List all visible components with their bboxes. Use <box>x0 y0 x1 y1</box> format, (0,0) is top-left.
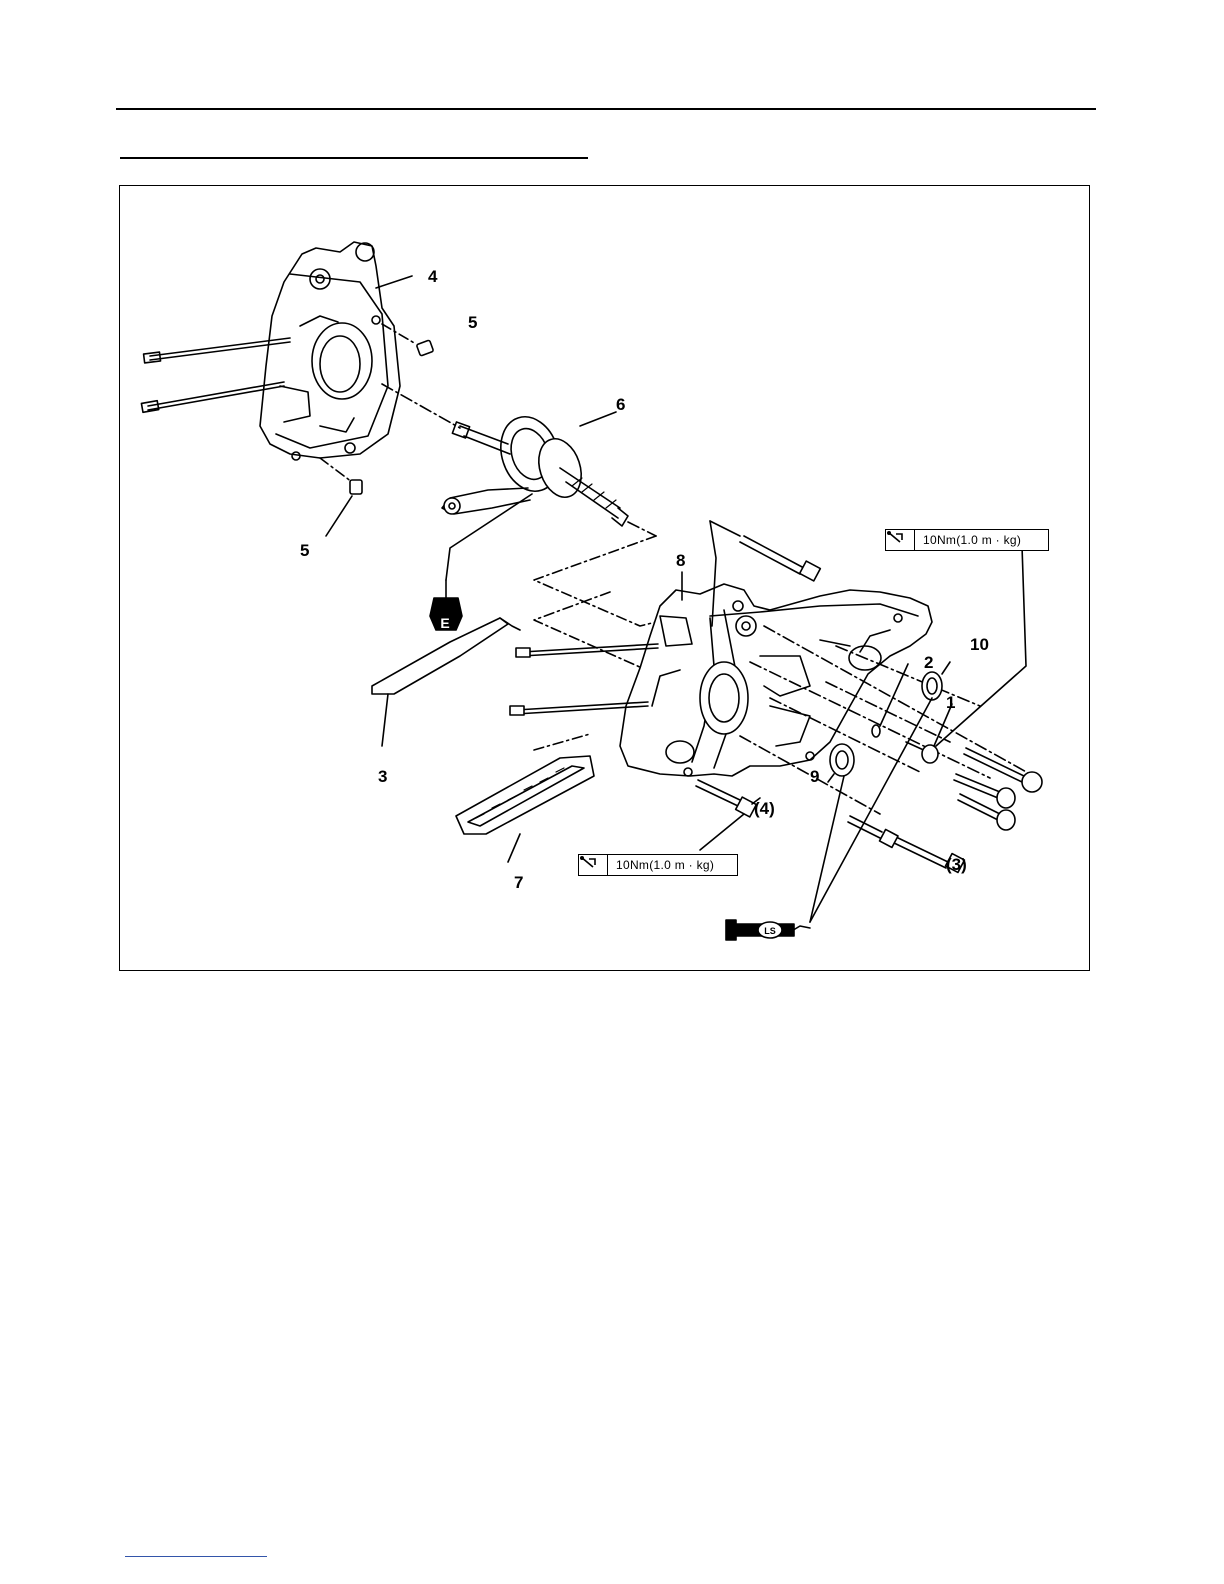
callout-2: 2 <box>924 654 933 671</box>
section-title-underline <box>120 157 588 159</box>
exploded-diagram-frame: E LS 4 5 6 5 8 10 2 1 3 9 (4) (3) 7 10Nm… <box>119 185 1090 971</box>
torque-spec-lower: 10Nm(1.0 m · kg) <box>578 854 738 876</box>
callout-3: 3 <box>378 768 387 785</box>
crankcase-exploded-drawing: E LS <box>120 186 1089 970</box>
bolt-4 <box>696 780 760 817</box>
callout-6: 6 <box>616 396 625 413</box>
oil-seal-9 <box>828 744 854 782</box>
header-rule <box>116 108 1096 110</box>
chain-guide <box>372 618 520 746</box>
engine-oil-label: E <box>440 615 449 631</box>
callout-1: 1 <box>946 694 955 711</box>
footer-link-underline <box>125 1556 267 1557</box>
left-crankcase-half <box>260 242 400 460</box>
grease-label: LS <box>764 926 776 936</box>
torque-value-lower: 10Nm(1.0 m · kg) <box>608 858 722 872</box>
callout-5-upper: 5 <box>468 314 477 331</box>
callout-5-lower: 5 <box>300 542 309 559</box>
timing-chain <box>456 756 594 862</box>
dowel-pin-lower <box>320 458 362 494</box>
dowel-pin-2 <box>872 664 908 737</box>
callout-3-paren: (3) <box>946 856 967 873</box>
long-bolts-3 <box>848 748 1042 872</box>
torque-value-upper: 10Nm(1.0 m · kg) <box>915 533 1029 547</box>
wrench-icon <box>579 855 608 875</box>
right-crankcase-half <box>620 584 932 776</box>
callout-9: 9 <box>810 768 819 785</box>
callout-8: 8 <box>676 552 685 569</box>
callout-10: 10 <box>970 636 989 653</box>
callout-4: 4 <box>428 268 437 285</box>
top-bolt <box>740 536 820 581</box>
callout-4-paren: (4) <box>754 800 775 817</box>
callout-7: 7 <box>514 874 523 891</box>
torque-spec-upper: 10Nm(1.0 m · kg) <box>885 529 1049 551</box>
crankshaft-assembly <box>442 409 628 526</box>
wrench-icon <box>886 530 915 550</box>
